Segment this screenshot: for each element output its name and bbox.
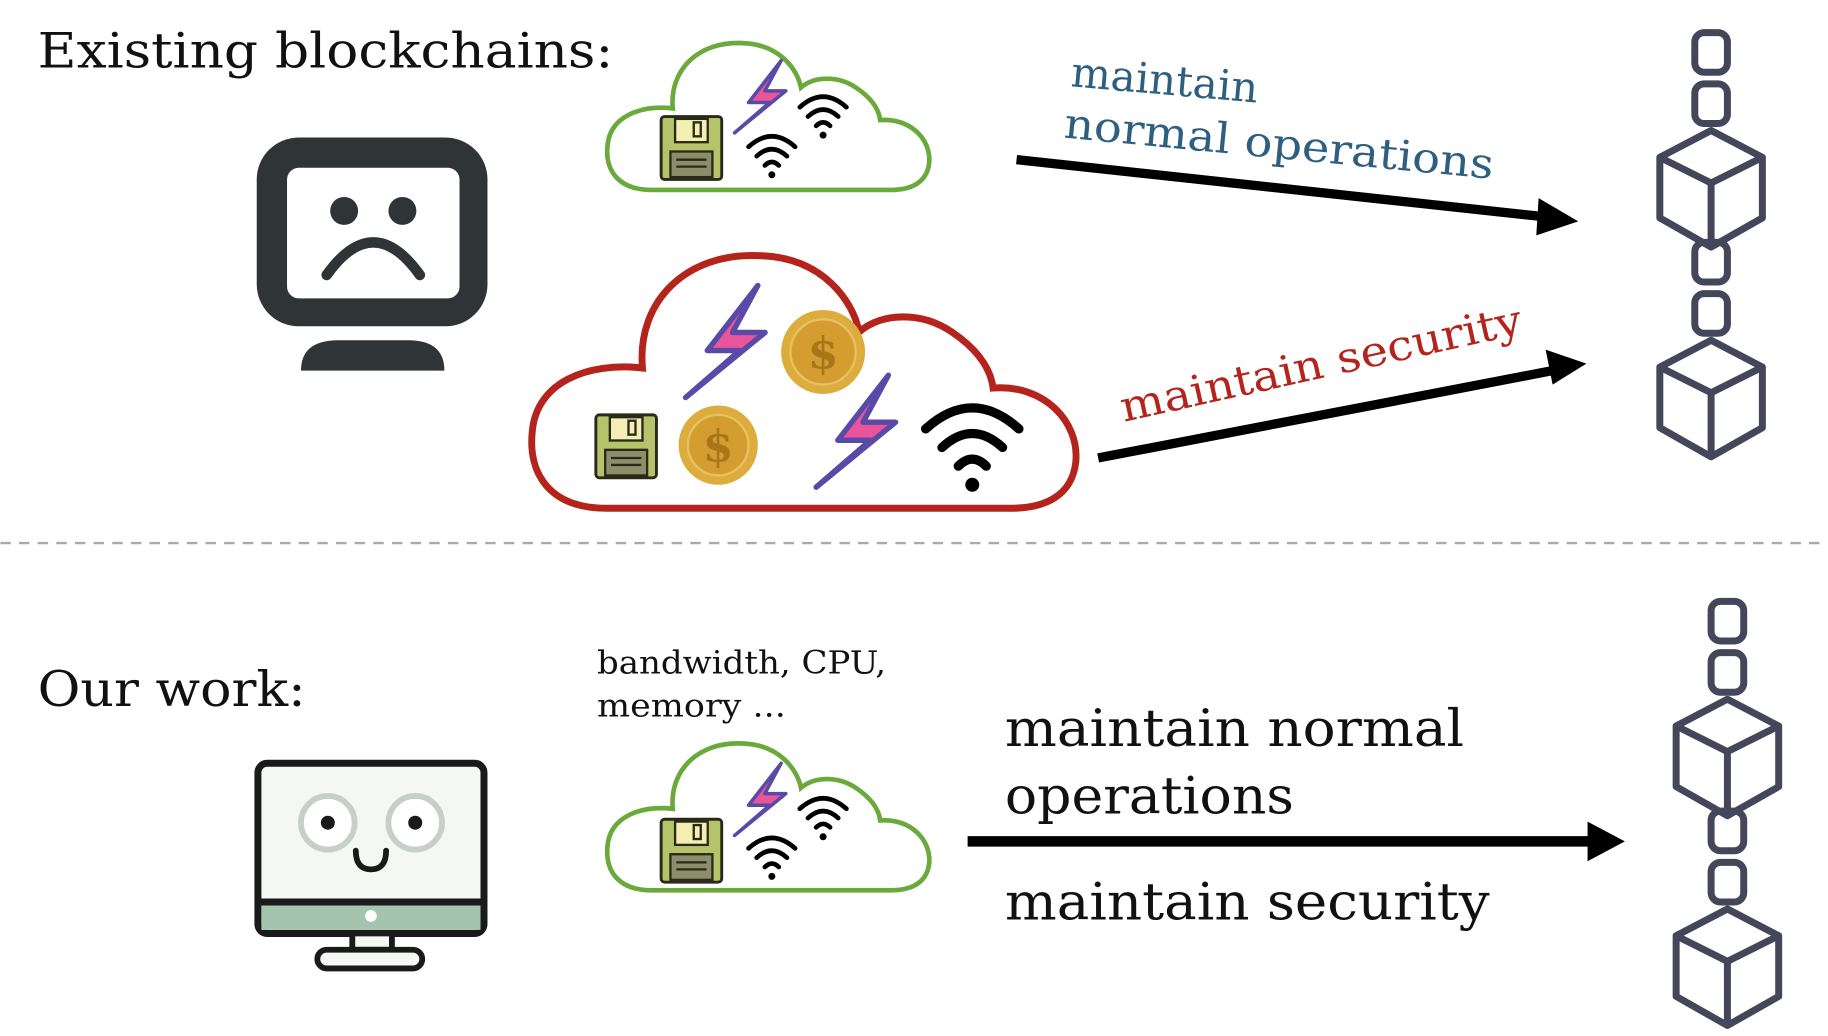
coin-icon: $ [781,309,866,394]
happy-computer-icon [254,759,488,972]
blockchain-icon [1676,601,1779,1025]
section-title-our-work: Our work: [38,661,306,718]
label-operations: operations [1005,766,1294,826]
cloud-icon-normal-top [607,43,929,190]
resources-text-line2: memory ... [597,689,786,725]
floppy-disk-icon [594,413,658,480]
label-maintain-normal: maintain normal [1005,699,1464,759]
blockchain-icon [1660,33,1763,457]
svg-text:$: $ [808,327,839,379]
floppy-disk-icon [659,115,724,181]
arrow-security [1097,349,1587,463]
coin-icon: $ [678,405,758,485]
label-maintain-security-bottom: maintain security [1005,872,1490,932]
svg-text:$: $ [703,420,734,472]
sad-computer-icon [256,137,488,371]
section-title-existing: Existing blockchains: [38,23,614,80]
arrow-combined [967,821,1625,862]
floppy-disk-icon [659,817,724,884]
cloud-icon-normal-bottom [607,743,929,890]
resources-text-line1: bandwidth, CPU, [597,646,886,682]
arrow-normal-operations [1016,155,1579,236]
